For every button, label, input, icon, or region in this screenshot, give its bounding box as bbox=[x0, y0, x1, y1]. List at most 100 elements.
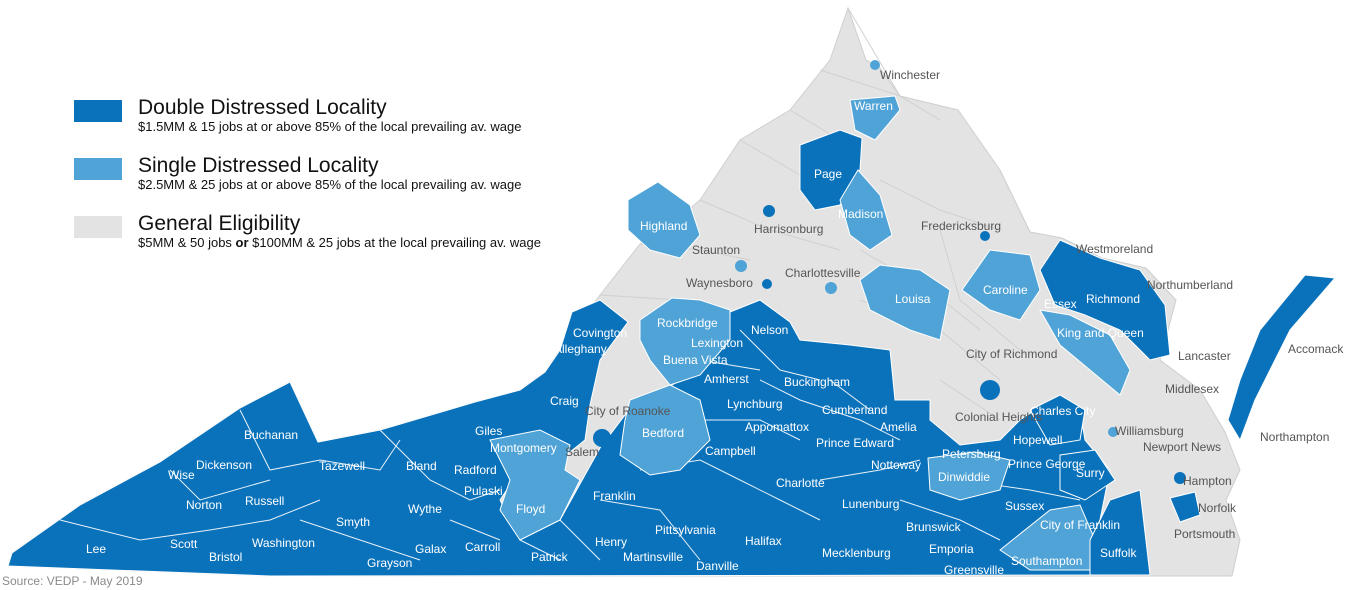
double-county-borders bbox=[59, 329, 1081, 561]
label-richmond: Richmond bbox=[1086, 292, 1140, 306]
legend-desc-general-post: $100MM & 25 jobs at the local prevailing… bbox=[248, 235, 541, 250]
label-prince-george: Prince George bbox=[1008, 457, 1086, 471]
map-legend: Double Distressed Locality $1.5MM & 15 j… bbox=[74, 96, 654, 272]
label-portsmouth: Portsmouth bbox=[1174, 527, 1235, 541]
label-hampton: Hampton bbox=[1183, 474, 1232, 488]
label-smyth: Smyth bbox=[336, 515, 370, 529]
legend-desc-general: $5MM & 50 jobs or $100MM & 25 jobs at th… bbox=[138, 235, 541, 250]
legend-title-single: Single Distressed Locality bbox=[138, 154, 379, 177]
label-wise: Wise bbox=[168, 468, 195, 482]
label-bedford: Bedford bbox=[642, 426, 684, 440]
label-highland: Highland bbox=[640, 219, 687, 233]
label-cumberland: Cumberland bbox=[822, 403, 887, 417]
label-dickenson: Dickenson bbox=[196, 458, 252, 472]
label-staunton: Staunton bbox=[692, 243, 740, 257]
region-staunton-dot bbox=[762, 279, 772, 289]
label-charles-city: Charles City bbox=[1030, 404, 1095, 418]
label-danville: Danville bbox=[696, 559, 739, 573]
label-norfolk: Norfolk bbox=[1198, 501, 1237, 515]
region-hampton-dot bbox=[1174, 472, 1186, 484]
label-montgomery: Montgomery bbox=[490, 441, 557, 455]
label-russell: Russell bbox=[245, 494, 284, 508]
region-roanoke-city bbox=[593, 429, 611, 447]
region-montgomery-floyd bbox=[489, 429, 581, 541]
region-winchester-dot bbox=[870, 60, 880, 70]
label-newport-news: Newport News bbox=[1143, 440, 1221, 454]
label-westmoreland: Westmoreland bbox=[1076, 242, 1153, 256]
region-northern-neck bbox=[1039, 239, 1171, 361]
label-accomack: Accomack bbox=[1288, 342, 1344, 356]
label-salem: Salem bbox=[565, 445, 599, 459]
label-southampton: Southampton bbox=[1011, 554, 1082, 568]
label-colonial-heights: Colonial Heights bbox=[955, 410, 1042, 424]
label-madison: Madison bbox=[838, 207, 883, 221]
label-williamsburg: Williamsburg bbox=[1115, 424, 1184, 438]
label-brunswick: Brunswick bbox=[906, 520, 962, 534]
legend-desc-general-pre: $5MM & 50 jobs bbox=[138, 235, 236, 250]
label-waynesboro: Waynesboro bbox=[686, 276, 753, 290]
region-fredericksburg-dot bbox=[980, 231, 990, 241]
label-campbell: Campbell bbox=[705, 444, 756, 458]
label-dinwiddie: Dinwiddie bbox=[938, 470, 990, 484]
region-suffolk bbox=[1089, 489, 1151, 576]
legend-item-single: Single Distressed Locality $2.5MM & 25 j… bbox=[74, 154, 654, 214]
label-alleghany: Alleghany bbox=[554, 342, 607, 356]
label-norton: Norton bbox=[186, 498, 222, 512]
label-bristol: Bristol bbox=[209, 550, 242, 564]
legend-item-double: Double Distressed Locality $1.5MM & 15 j… bbox=[74, 96, 654, 156]
label-buckingham: Buckingham bbox=[784, 375, 850, 389]
label-sussex: Sussex bbox=[1005, 499, 1044, 513]
label-halifax: Halifax bbox=[745, 534, 782, 548]
label-king-and-queen: King and Queen bbox=[1057, 326, 1144, 340]
region-highland bbox=[627, 181, 701, 259]
label-winchester: Winchester bbox=[880, 68, 940, 82]
label-caroline: Caroline bbox=[983, 283, 1028, 297]
region-charlottesville-dot bbox=[825, 282, 837, 294]
label-lynchburg: Lynchburg bbox=[727, 397, 783, 411]
label-lexington: Lexington bbox=[691, 336, 743, 350]
region-charles-city bbox=[1029, 394, 1086, 446]
label-tazewell: Tazewell bbox=[319, 459, 365, 473]
legend-desc-double: $1.5MM & 15 jobs at or above 85% of the … bbox=[138, 119, 522, 134]
legend-desc-general-bold: or bbox=[235, 235, 249, 250]
region-madison bbox=[839, 169, 893, 251]
label-lee: Lee bbox=[86, 542, 106, 556]
legend-swatch-general bbox=[74, 216, 122, 238]
region-warren bbox=[849, 95, 901, 141]
legend-desc-single: $2.5MM & 25 jobs at or above 85% of the … bbox=[138, 177, 522, 192]
label-carroll: Carroll bbox=[465, 540, 500, 554]
label-city-of-franklin: City of Franklin bbox=[1040, 518, 1120, 532]
label-prince-edward: Prince Edward bbox=[816, 436, 894, 450]
label-giles: Giles bbox=[475, 424, 502, 438]
label-washington: Washington bbox=[252, 536, 315, 550]
label-louisa: Louisa bbox=[895, 292, 931, 306]
region-williamsburg-dot bbox=[1108, 427, 1118, 437]
label-radford: Radford bbox=[454, 463, 497, 477]
label-northampton: Northampton bbox=[1260, 430, 1329, 444]
region-norfolk bbox=[1169, 491, 1201, 523]
label-covington: Covington bbox=[573, 326, 627, 340]
label-page: Page bbox=[814, 167, 842, 181]
region-waynesboro-dot bbox=[735, 260, 747, 272]
label-mecklenburg: Mecklenburg bbox=[822, 546, 891, 560]
legend-item-general: General Eligibility $5MM & 50 jobs or $1… bbox=[74, 212, 654, 272]
label-buena-vista: Buena Vista bbox=[663, 353, 728, 367]
region-dinwiddie bbox=[927, 451, 1011, 501]
label-patrick: Patrick bbox=[531, 550, 569, 564]
label-emporia: Emporia bbox=[929, 542, 974, 556]
label-city-of-richmond: City of Richmond bbox=[966, 347, 1057, 361]
label-appomattox: Appomattox bbox=[745, 420, 809, 434]
label-surry: Surry bbox=[1076, 466, 1105, 480]
region-eastern-shore bbox=[1227, 274, 1337, 442]
label-pulaski: Pulaski bbox=[464, 484, 503, 498]
label-craig: Craig bbox=[550, 394, 579, 408]
label-warren: Warren bbox=[854, 99, 893, 113]
label-hopewell: Hopewell bbox=[1013, 433, 1062, 447]
source-note: Source: VEDP - May 2019 bbox=[2, 574, 143, 588]
label-greensville: Greensville bbox=[944, 563, 1004, 577]
label-martinsville: Martinsville bbox=[623, 550, 683, 564]
label-essex: Essex bbox=[1044, 297, 1077, 311]
label-petersburg: Petersburg bbox=[942, 447, 1001, 461]
label-middlesex: Middlesex bbox=[1165, 382, 1219, 396]
legend-title-general: General Eligibility bbox=[138, 212, 301, 235]
